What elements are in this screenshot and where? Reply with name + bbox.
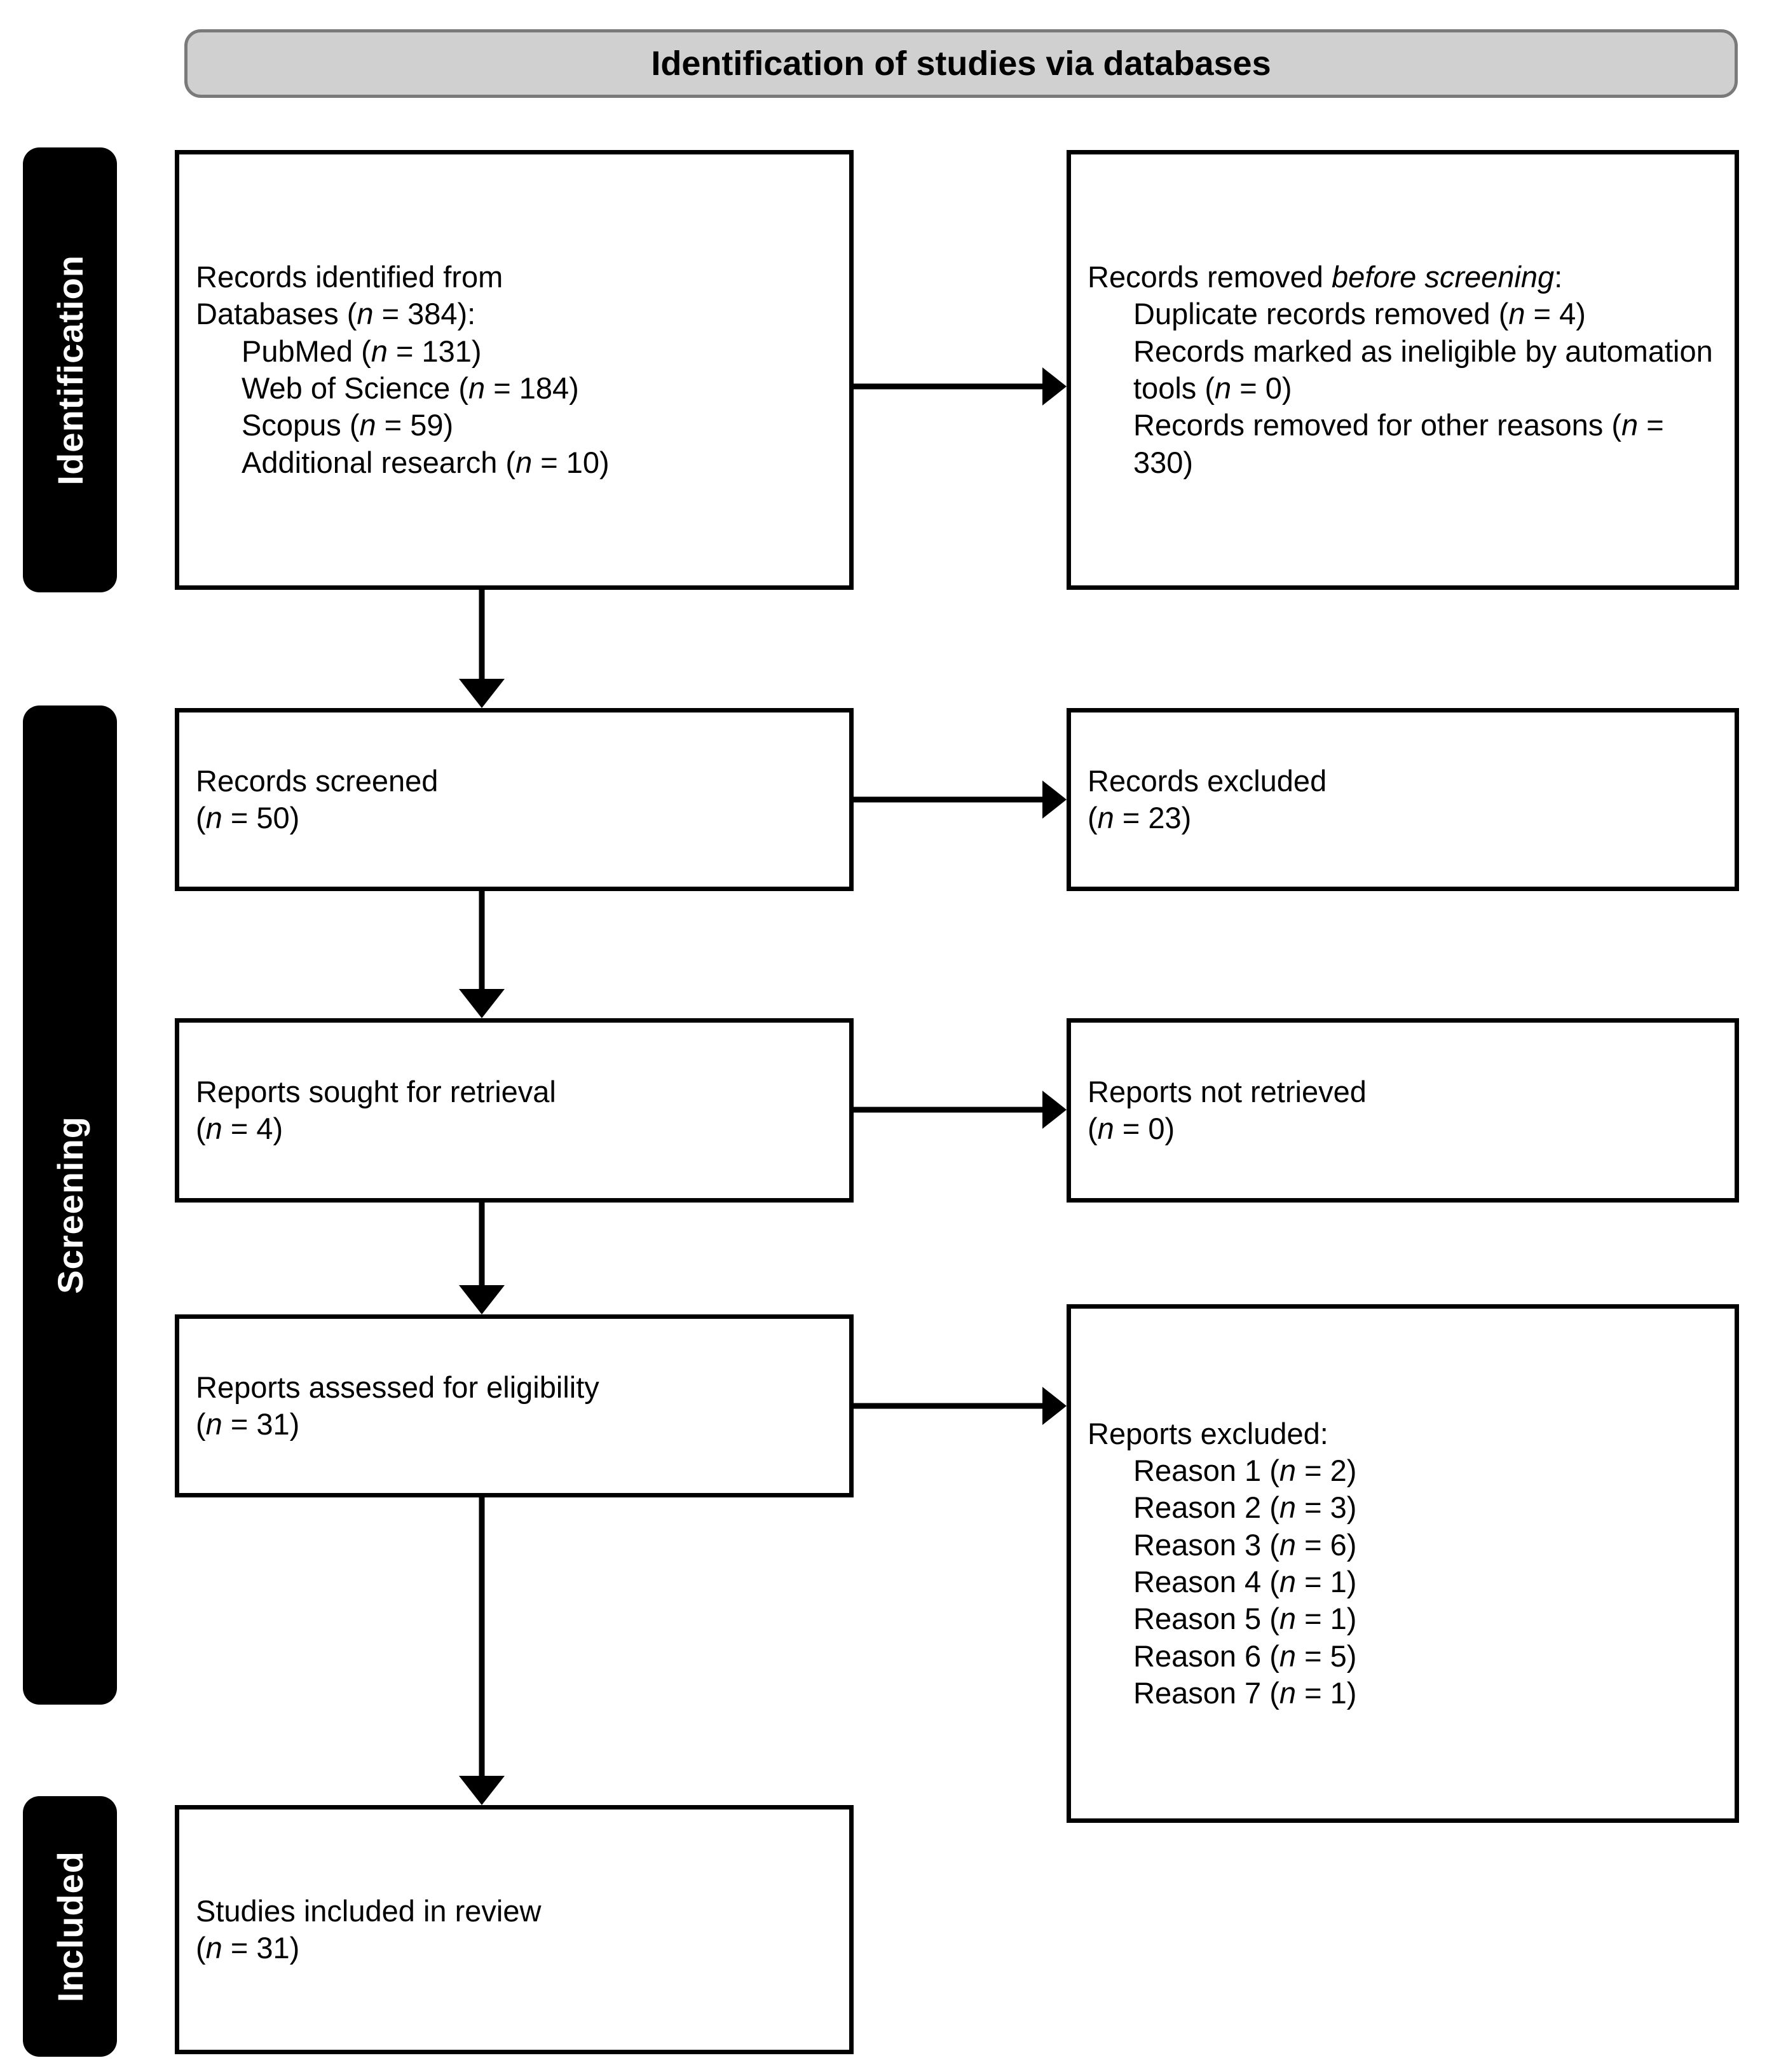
stage-bar-screening: Screening <box>23 705 117 1705</box>
stage-label-included: Included <box>50 1850 90 2003</box>
box-records-screened: Records screened (n = 50) <box>175 708 854 891</box>
removed-item-duplicates: Duplicate records removed (n = 4) <box>1133 297 1586 331</box>
records-identified-line1: Records identified from <box>196 260 503 294</box>
arrow-screened-to-sought <box>459 891 505 1018</box>
box-reports-not-retrieved: Reports not retrieved (n = 0) <box>1067 1018 1739 1203</box>
exclusion-reason-1: Reason 1 (n = 2) <box>1133 1454 1357 1488</box>
reports-assessed-count: (n = 31) <box>196 1407 300 1441</box>
reports-not-retrieved-count: (n = 0) <box>1088 1112 1175 1145</box>
arrow-sought-to-not-retrieved <box>854 1091 1067 1129</box>
stage-bar-included: Included <box>23 1796 117 2057</box>
reports-assessed-label: Reports assessed for eligibility <box>196 1370 599 1404</box>
records-screened-count: (n = 50) <box>196 801 300 835</box>
database-item-scopus: Scopus (n = 59) <box>242 408 454 442</box>
box-reports-assessed-for-eligibility: Reports assessed for eligibility (n = 31… <box>175 1314 854 1497</box>
records-removed-heading: Records removed before screening: <box>1088 260 1563 294</box>
records-screened-label: Records screened <box>196 763 439 798</box>
removed-item-automation-tools: Records marked as ineligible by automati… <box>1133 334 1713 405</box>
exclusion-reason-3: Reason 3 (n = 6) <box>1133 1527 1357 1562</box>
box-studies-included-in-review: Studies included in review (n = 31) <box>175 1805 854 2054</box>
arrow-identified-to-screened <box>459 590 505 708</box>
studies-included-count: (n = 31) <box>196 1931 300 1965</box>
records-excluded-count: (n = 23) <box>1088 801 1192 835</box>
database-item-web-of-science: Web of Science (n = 184) <box>242 371 579 405</box>
exclusion-reason-6: Reason 6 (n = 5) <box>1133 1639 1357 1673</box>
exclusion-reason-2: Reason 2 (n = 3) <box>1133 1490 1357 1525</box>
records-excluded-label: Records excluded <box>1088 763 1327 798</box>
exclusion-reason-7: Reason 7 (n = 1) <box>1133 1675 1357 1710</box>
box-records-removed-before-screening: Records removed before screening: Duplic… <box>1067 150 1739 590</box>
box-records-identified: Records identified from Databases (n = 3… <box>175 150 854 590</box>
exclusion-reason-4: Reason 4 (n = 1) <box>1133 1565 1357 1598</box>
stage-label-identification: Identification <box>50 254 90 486</box>
arrow-assessed-to-included <box>459 1497 505 1805</box>
page-title: Identification of studies via databases <box>651 44 1271 83</box>
arrow-screened-to-records-excluded <box>854 780 1067 819</box>
records-identified-databases-total: Databases (n = 384): <box>196 297 476 331</box>
arrow-sought-to-assessed <box>459 1203 505 1314</box>
box-reports-sought-for-retrieval: Reports sought for retrieval (n = 4) <box>175 1018 854 1203</box>
removed-item-other-reasons: Records removed for other reasons (n = 3… <box>1133 408 1664 479</box>
box-records-excluded: Records excluded (n = 23) <box>1067 708 1739 891</box>
arrow-assessed-to-reports-excluded <box>854 1387 1067 1425</box>
reports-sought-label: Reports sought for retrieval <box>196 1074 556 1108</box>
box-reports-excluded: Reports excluded: Reason 1 (n = 2) Reaso… <box>1067 1304 1739 1823</box>
stage-label-screening: Screening <box>50 1116 90 1294</box>
diagram-header-banner: Identification of studies via databases <box>184 29 1738 98</box>
exclusion-reason-5: Reason 5 (n = 1) <box>1133 1602 1357 1636</box>
studies-included-label: Studies included in review <box>196 1893 542 1928</box>
reports-not-retrieved-label: Reports not retrieved <box>1088 1074 1367 1108</box>
database-item-additional-research: Additional research (n = 10) <box>242 445 610 479</box>
reports-excluded-heading: Reports excluded: <box>1088 1416 1328 1450</box>
arrow-identified-to-removed <box>854 367 1067 406</box>
reports-sought-count: (n = 4) <box>196 1112 283 1145</box>
database-item-pubmed: PubMed (n = 131) <box>242 334 482 368</box>
stage-bar-identification: Identification <box>23 147 117 592</box>
